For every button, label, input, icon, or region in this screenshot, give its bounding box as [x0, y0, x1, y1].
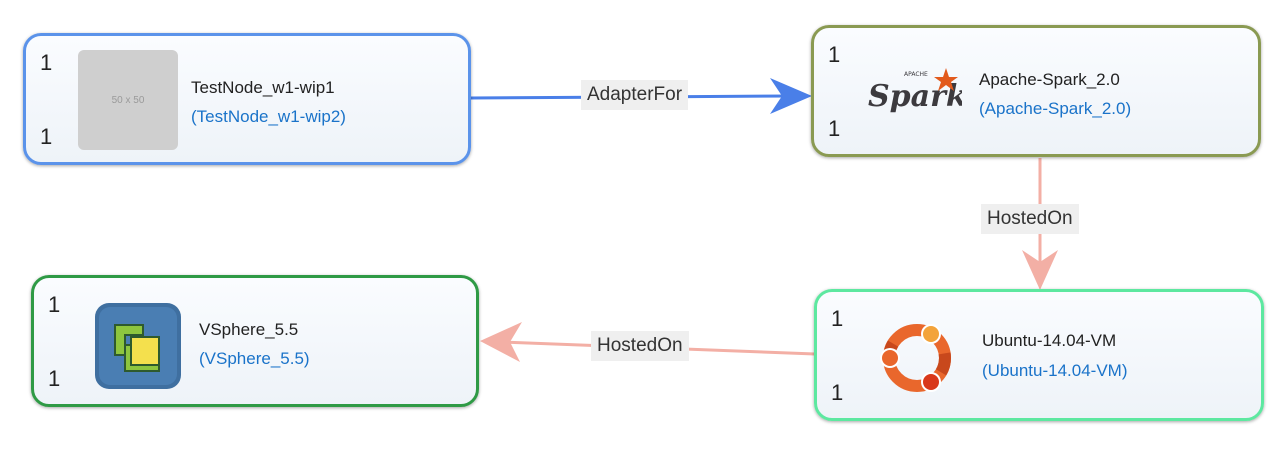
node-spark[interactable]: 1 1 Spark APACHE Apache-Spark_2.0 (Apach… — [811, 25, 1261, 157]
edge-adapterfor-arrowhead — [770, 78, 812, 114]
node-name: Apache-Spark_2.0 — [979, 70, 1120, 89]
node-ubuntu[interactable]: 1 1 Ubuntu-14.04-VM (Ubuntu-14.04-VM) — [814, 289, 1264, 421]
node-testnode[interactable]: 1 1 50 x 50 TestNode_w1-wip1 (TestNode_w… — [23, 33, 471, 165]
max-instances: 1 — [828, 116, 841, 141]
placeholder-image-icon: 50 x 50 — [78, 50, 178, 150]
spark-logo-icon: Spark APACHE — [862, 42, 962, 142]
node-name: VSphere_5.5 — [199, 320, 299, 339]
max-instances: 1 — [40, 124, 53, 149]
edge-hostedon-ubuntu-vsphere-arrowhead — [480, 322, 522, 362]
node-type-link[interactable]: (TestNode_w1-wip2) — [191, 107, 346, 126]
min-instances: 1 — [40, 50, 53, 75]
edge-label-adapterfor[interactable]: AdapterFor — [581, 80, 689, 110]
ubuntu-logo-icon — [867, 308, 967, 408]
node-type-link[interactable]: (Ubuntu-14.04-VM) — [982, 361, 1128, 380]
min-instances: 1 — [831, 306, 844, 331]
vsphere-logo-icon — [88, 296, 188, 396]
node-vsphere[interactable]: 1 1 VSphere_5.5 (VSphere_5.5) — [31, 275, 479, 407]
min-instances: 1 — [828, 42, 841, 67]
node-type-link[interactable]: (VSphere_5.5) — [199, 349, 310, 368]
node-name: Ubuntu-14.04-VM — [982, 331, 1117, 350]
node-type-link[interactable]: (Apache-Spark_2.0) — [979, 99, 1132, 118]
min-instances: 1 — [48, 292, 61, 317]
placeholder-label: 50 x 50 — [111, 94, 145, 106]
node-icon: 50 x 50 — [78, 50, 178, 150]
max-instances: 1 — [831, 380, 844, 405]
edge-hostedon-spark-ubuntu-arrowhead — [1022, 250, 1058, 290]
edge-label-hostedon-ubuntu-vsphere[interactable]: HostedOn — [591, 331, 689, 361]
edge-label-hostedon-spark-ubuntu[interactable]: HostedOn — [981, 204, 1079, 234]
max-instances: 1 — [48, 366, 61, 391]
spark-logo-apache: APACHE — [904, 71, 928, 78]
node-name: TestNode_w1-wip1 — [191, 78, 335, 97]
